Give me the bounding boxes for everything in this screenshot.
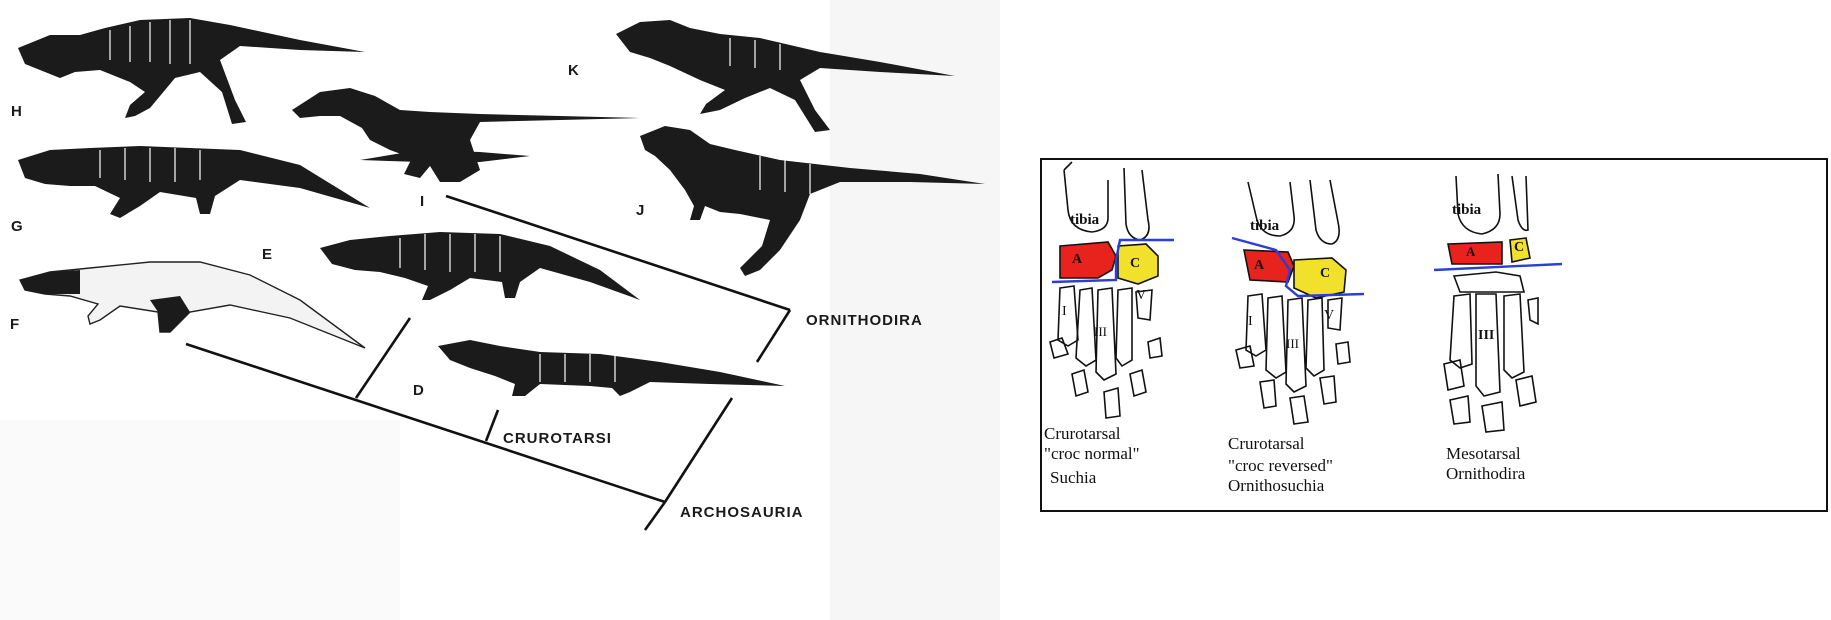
skeleton-i (292, 88, 640, 182)
tarsal-3 (1454, 272, 1524, 292)
bone-label-tibia-2: tibia (1250, 218, 1279, 235)
clade-label-ornithodira: ORNITHODIRA (806, 312, 923, 329)
branch-root (645, 502, 665, 530)
metatarsal-iv-1 (1116, 288, 1132, 366)
caption-2-line1: Crurotarsal (1228, 434, 1333, 454)
taxon-label-e: E (262, 246, 273, 263)
bone-label-v-1: V (1136, 288, 1146, 304)
phalanx-3c (1482, 402, 1504, 432)
bone-label-iii-1: III (1094, 324, 1107, 340)
bone-label-i-1: I (1062, 304, 1067, 320)
bone-label-c-1: C (1130, 256, 1140, 272)
metatarsal-iii-3 (1476, 294, 1500, 396)
branch-e (356, 318, 410, 398)
caption-1-line3: Suchia (1050, 468, 1140, 488)
metatarsal-iv-3 (1504, 294, 1524, 378)
phalanx-3b (1450, 396, 1470, 424)
metatarsal-ii-2 (1266, 296, 1286, 378)
metatarsal-iv-2 (1306, 298, 1324, 376)
phalanx-3d (1516, 376, 1536, 406)
bone-label-v-2: V (1324, 308, 1334, 324)
caption-croc-normal: Crurotarsal "croc normal" Suchia (1044, 424, 1140, 488)
taxon-label-i: I (420, 193, 425, 210)
fibula-bone-1 (1124, 168, 1149, 240)
ankle-croc-reversed (1236, 180, 1350, 424)
phylogeny-diagram (0, 0, 1000, 620)
taxon-label-g: G (11, 218, 23, 235)
phalanx-1b (1072, 370, 1088, 396)
joint-line-3 (1434, 264, 1562, 270)
taxon-label-h: H (11, 103, 22, 120)
bone-label-a-2: A (1254, 258, 1264, 274)
bone-label-i-2: I (1248, 314, 1253, 330)
taxon-label-d: D (413, 382, 424, 399)
caption-1-line1: Crurotarsal (1044, 424, 1140, 444)
skeleton-e (320, 232, 640, 300)
metatarsal-ii-1 (1076, 288, 1096, 366)
bone-label-tibia-3: tibia (1452, 202, 1481, 219)
caption-1-line2: "croc normal" (1044, 444, 1140, 464)
phalanx-2e (1336, 342, 1350, 364)
ankle-panel: tibia A C I III V tibia A C I III V tibi… (1040, 158, 1828, 512)
phalanx-1d (1130, 370, 1146, 396)
caption-croc-reversed: Crurotarsal "croc reversed" Ornithosuchi… (1228, 434, 1333, 496)
clade-label-archosauria: ARCHOSAURIA (680, 504, 804, 521)
phalanx-1e (1148, 338, 1162, 358)
ankle-diagrams (1042, 160, 1826, 510)
skeleton-d (438, 340, 785, 396)
metatarsal-ii-3 (1450, 294, 1472, 368)
clade-label-crurotarsi: CRUROTARSI (503, 430, 612, 447)
taxon-label-f: F (10, 316, 20, 333)
bone-label-c-3: C (1514, 240, 1524, 256)
caption-2-line2: "croc reversed" (1228, 456, 1333, 476)
metatarsal-v-3 (1528, 298, 1538, 324)
taxon-label-j: J (636, 202, 645, 219)
fibula-bone-3 (1512, 176, 1528, 230)
caption-2-line3: Ornithosuchia (1228, 476, 1333, 496)
caption-mesotarsal: Mesotarsal Ornithodira (1446, 444, 1525, 484)
metatarsal-i-1 (1058, 286, 1078, 346)
bone-label-iii-3: III (1478, 328, 1494, 344)
phalanx-2d (1320, 376, 1336, 404)
branch-j (757, 310, 790, 362)
astragalus-1 (1060, 242, 1116, 278)
phalanx-1c (1104, 388, 1120, 418)
phalanx-2a (1236, 346, 1254, 368)
fibula-bone-2 (1310, 180, 1339, 244)
phalanx-2c (1290, 396, 1308, 424)
phalanx-3a (1444, 360, 1464, 390)
caption-3-line2: Ornithodira (1446, 464, 1525, 484)
taxon-label-k: K (568, 62, 579, 79)
branch-ornithodira (665, 398, 732, 502)
skeleton-f (20, 262, 365, 348)
bone-label-a-3: A (1466, 244, 1475, 260)
branch-d (486, 410, 498, 441)
bone-label-a-1: A (1072, 252, 1082, 268)
skeleton-g (18, 146, 370, 218)
bone-label-c-2: C (1320, 266, 1330, 282)
caption-3-line1: Mesotarsal (1446, 444, 1525, 464)
bone-label-iii-2: III (1286, 336, 1299, 352)
phalanx-2b (1260, 380, 1276, 408)
bone-label-tibia-1: tibia (1070, 212, 1099, 229)
